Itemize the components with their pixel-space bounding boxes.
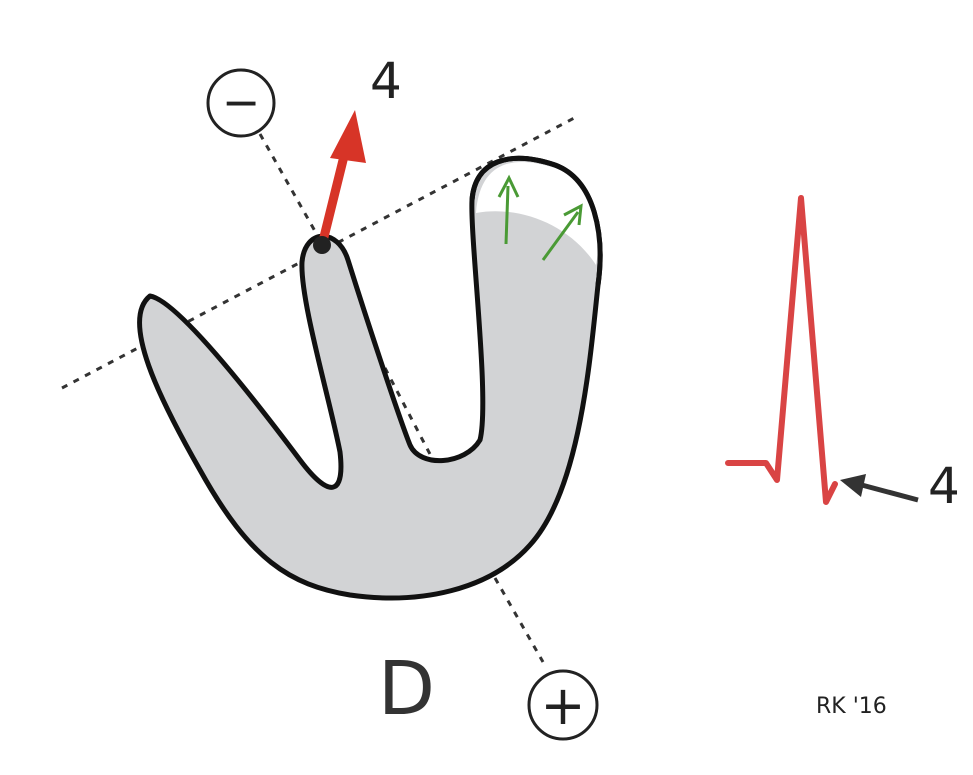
heart-chambers-shape bbox=[137, 156, 603, 601]
heart-chambers-outline-top bbox=[469, 156, 603, 286]
negative-pole-symbol: − bbox=[222, 75, 261, 129]
main-depolarization-vector-arrow bbox=[313, 110, 366, 254]
local-depolarization-vectors bbox=[497, 174, 583, 261]
panel-label: D bbox=[378, 646, 435, 732]
ecg-trace bbox=[725, 195, 838, 505]
signature: RK '16 bbox=[816, 694, 887, 719]
lead-axis bbox=[258, 133, 545, 663]
ecg-label: 4 bbox=[928, 457, 960, 515]
positive-pole-electrode: + bbox=[527, 669, 599, 741]
vector-origin-dot bbox=[313, 236, 331, 254]
ecg-pointer-arrow bbox=[840, 474, 919, 503]
negative-pole-electrode: − bbox=[206, 68, 276, 138]
positive-pole-symbol: + bbox=[540, 674, 585, 737]
vector-label: 4 bbox=[370, 52, 402, 110]
